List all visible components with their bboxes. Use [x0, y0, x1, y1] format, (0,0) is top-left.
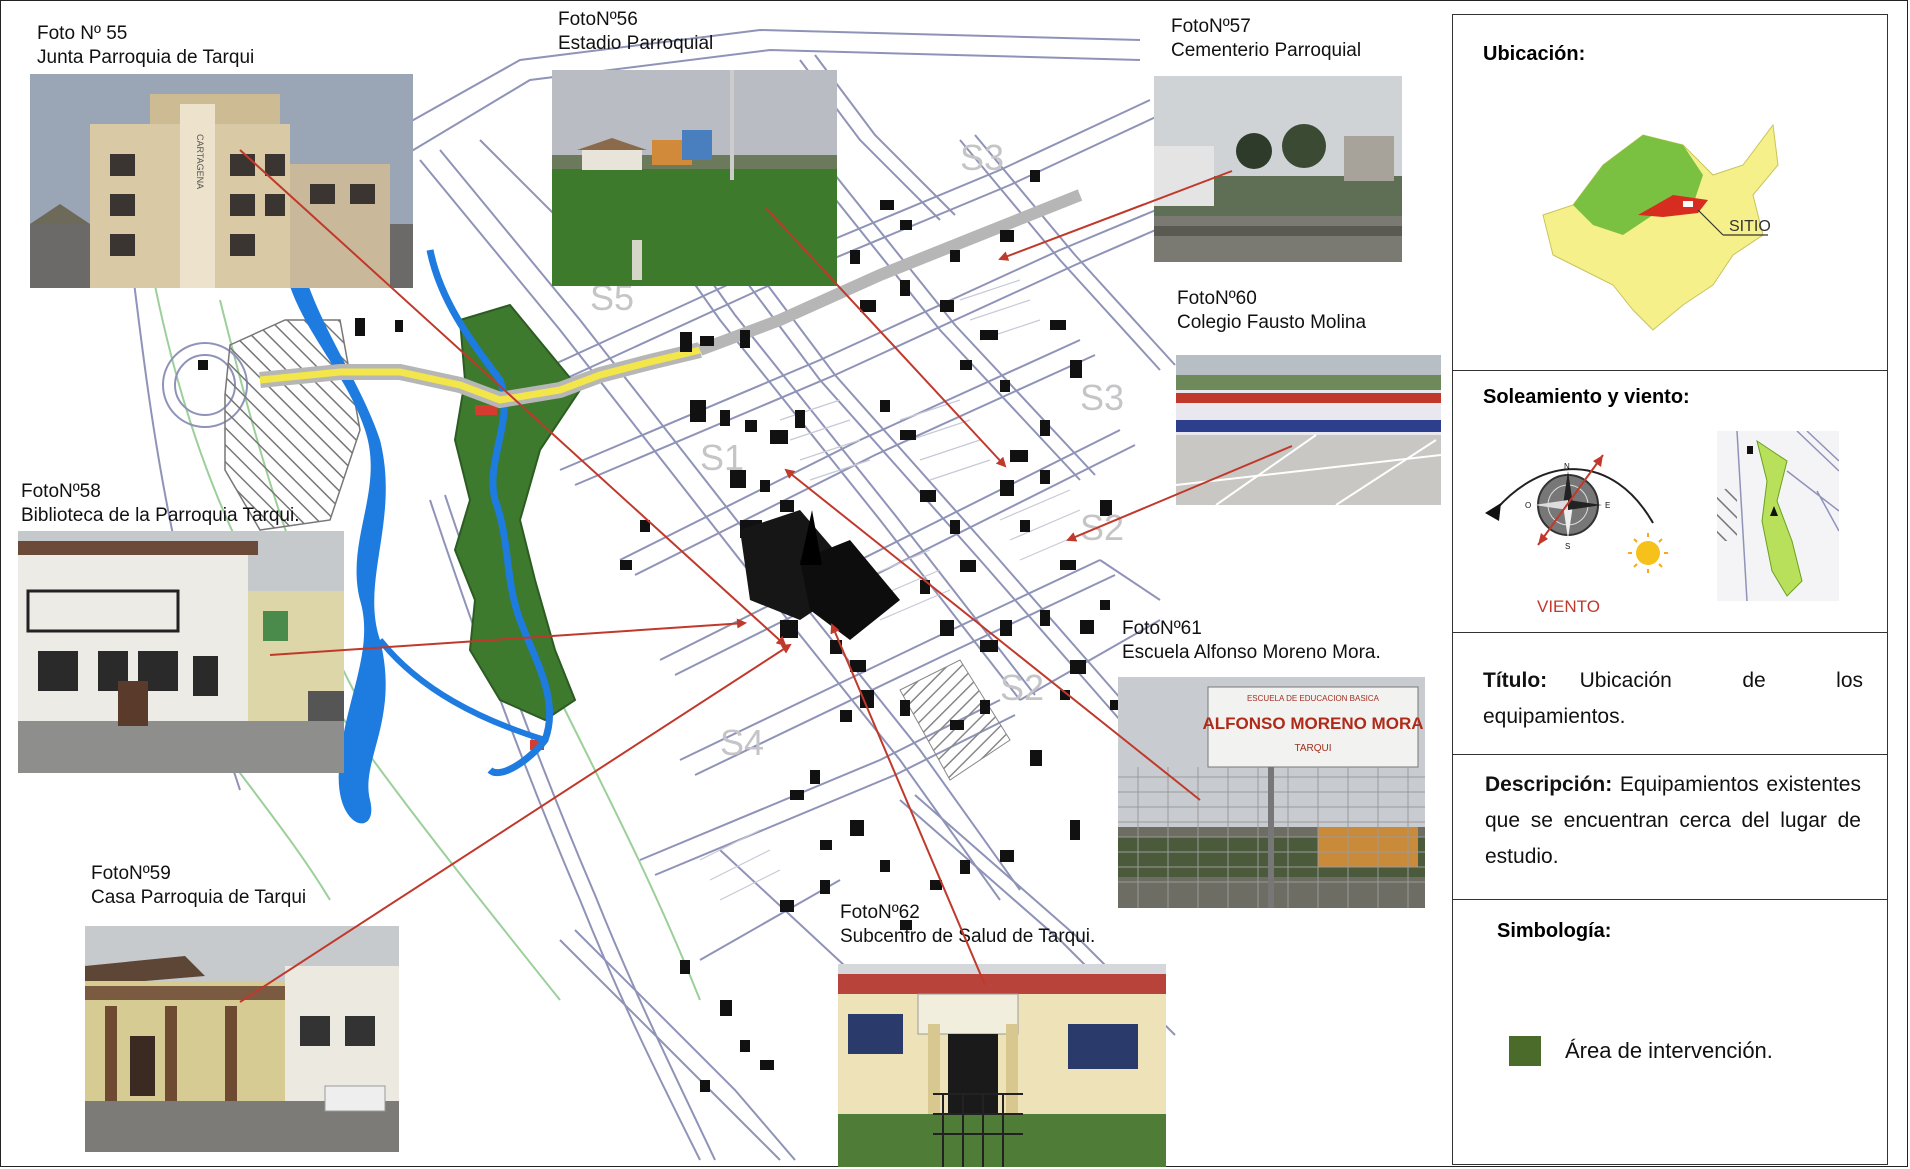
titulo-block: Título: Ubicación de los equipamientos. — [1483, 663, 1863, 735]
sun-icon — [1628, 533, 1668, 573]
photo-56-caption: FotoNº56 Estadio Parroquial — [558, 8, 713, 56]
wind-direction-icon — [1537, 454, 1604, 546]
photo-56-estadio[interactable] — [552, 70, 837, 286]
descripcion-block: Descripción: Equipamientos existentes qu… — [1485, 767, 1861, 875]
descripcion-section: Descripción: Equipamientos existentes qu… — [1453, 754, 1887, 899]
compass-n: N — [1564, 462, 1570, 471]
sector-label: S2 — [1080, 507, 1124, 548]
photo-55-caption: Foto Nº 55 Junta Parroquia de Tarqui — [37, 22, 254, 70]
sector-label: S3 — [960, 137, 1004, 178]
sector-label: S4 — [720, 722, 764, 763]
photo-number: FotoNº57 — [1171, 16, 1251, 37]
photo-59-casa-parroquial[interactable] — [85, 926, 399, 1152]
site-minimap — [1717, 431, 1839, 601]
photo-number: FotoNº61 — [1122, 618, 1202, 639]
descripcion-text: Equipamientos existentes que se encuentr… — [1485, 773, 1861, 868]
photo-59-caption: FotoNº59 Casa Parroquia de Tarqui — [91, 862, 306, 910]
photo-title: Estadio Parroquial — [558, 33, 714, 54]
photo-57-caption: FotoNº57 Cementerio Parroquial — [1171, 15, 1361, 63]
photo-title: Colegio Fausto Molina — [1177, 312, 1367, 333]
ubicacion-title: Ubicación: — [1483, 43, 1586, 65]
red-marker — [475, 405, 497, 415]
photo-62-subcentro-salud[interactable] — [838, 964, 1166, 1167]
photo-number: FotoNº58 — [21, 481, 101, 502]
photo-58-caption: FotoNº58 Biblioteca de la Parroquia Tarq… — [21, 480, 300, 528]
central-plaza — [740, 510, 900, 640]
photo-61-caption: FotoNº61 Escuela Alfonso Moreno Mora. — [1122, 617, 1381, 665]
photo-title: Biblioteca de la Parroquia Tarqui. — [21, 505, 300, 526]
photo-55-junta-parroquial[interactable]: CARTAGENA — [30, 74, 413, 288]
photo-62-caption: FotoNº62 Subcentro de Salud de Tarqui. — [840, 901, 1095, 949]
descripcion-label: Descripción: — [1485, 773, 1613, 796]
soleamiento-section: Soleamiento y viento: N S E O — [1453, 370, 1887, 632]
photo-number: FotoNº56 — [558, 9, 638, 30]
school-sign-main: ALFONSO MORENO MORA — [1203, 714, 1424, 733]
ubicacion-section: Ubicación: SITIO — [1453, 15, 1887, 370]
photo-60-colegio[interactable] — [1176, 355, 1441, 505]
school-sign-bottom: TARQUI — [1294, 743, 1331, 754]
soleamiento-title: Soleamiento y viento: — [1483, 386, 1690, 408]
photo-number: FotoNº59 — [91, 863, 171, 884]
photo-title: Subcentro de Salud de Tarqui. — [840, 926, 1096, 947]
legend-swatch — [1509, 1036, 1541, 1066]
school-sign-top: ESCUELA DE EDUCACION BASICA — [1247, 694, 1380, 703]
photo-58-biblioteca[interactable] — [18, 531, 344, 773]
photo-number: Foto Nº 55 — [37, 23, 128, 44]
parish-location-map: SITIO — [1542, 123, 1779, 331]
sitio-label: SITIO — [1729, 218, 1771, 235]
compass-s: S — [1565, 542, 1570, 551]
sector-label: S1 — [700, 437, 744, 478]
info-panel: Ubicación: SITIO Soleamiento y viento: N… — [1452, 14, 1888, 1165]
compass-e: E — [1605, 501, 1610, 510]
photo-60-caption: FotoNº60 Colegio Fausto Molina — [1177, 287, 1366, 335]
viento-label: VIENTO — [1537, 597, 1600, 616]
photo-number: FotoNº62 — [840, 902, 920, 923]
building-sign: CARTAGENA — [195, 134, 205, 189]
sector-label: S3 — [1080, 377, 1124, 418]
legend-label: Área de intervención. — [1565, 1038, 1773, 1063]
titulo-text: Ubicación de los equipamientos. — [1483, 669, 1863, 728]
sun-wind-diagram: N S E O — [1485, 454, 1668, 573]
simbologia-title: Simbología: — [1497, 920, 1612, 942]
wind-arrow-icon — [1485, 503, 1501, 521]
sector-label: S2 — [1000, 667, 1044, 708]
photo-57-cementerio[interactable] — [1154, 76, 1402, 262]
photo-title: Casa Parroquia de Tarqui — [91, 887, 307, 908]
photo-title: Junta Parroquia de Tarqui — [37, 47, 255, 68]
photo-title: Escuela Alfonso Moreno Mora. — [1122, 642, 1381, 663]
titulo-label: Título: — [1483, 669, 1548, 692]
titulo-section: Título: Ubicación de los equipamientos. — [1453, 632, 1887, 754]
photo-61-escuela[interactable]: ESCUELA DE EDUCACION BASICA ALFONSO MORE… — [1118, 677, 1425, 908]
photo-number: FotoNº60 — [1177, 288, 1257, 309]
simbologia-section: Simbología: Área de intervención. — [1453, 899, 1887, 1164]
compass-o: O — [1525, 501, 1531, 510]
intervention-area — [453, 303, 582, 722]
photo-title: Cementerio Parroquial — [1171, 40, 1362, 61]
